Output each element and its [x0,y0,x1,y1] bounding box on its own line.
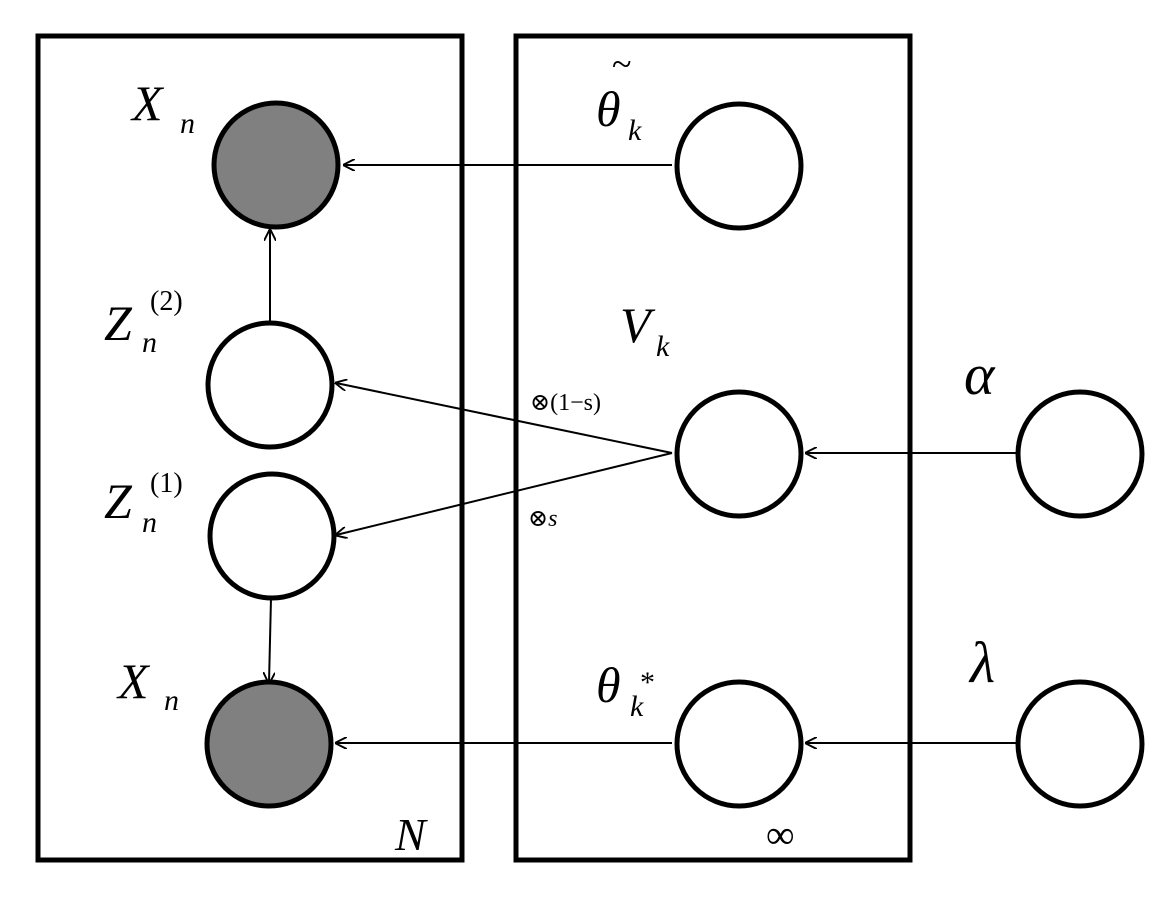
plate-n-label: N [394,809,428,860]
label-x-bottom-sub: n [164,684,179,717]
plate-infinity-label: ∞ [766,812,795,857]
node-alpha [1015,389,1145,519]
node-v [674,389,804,519]
edge-v-to-z1 [336,452,673,535]
node-theta-tilde [674,101,804,231]
label-z2-main: Z [104,295,133,351]
edge-label-s: ⊗s [528,506,557,532]
label-lambda: λ [968,630,995,695]
label-theta-tilde-accent: ~ [612,44,631,84]
node-z1 [207,471,337,601]
label-x-top-sub: n [180,107,195,140]
label-z1-sub: n [142,506,157,539]
label-alpha: α [964,342,996,407]
node-theta-star [674,679,804,809]
plate-infinity [513,33,913,863]
label-x-top: X n [130,75,195,140]
label-z1-sup: (1) [150,468,183,499]
edge-z1-to-x-bottom [269,597,271,683]
plate-n [35,33,465,863]
label-z2-sub: n [142,326,157,359]
label-theta-tilde-main: θ [596,81,621,137]
label-z1: Z n (1) [104,468,183,539]
label-x-bottom: X n [116,653,179,717]
label-theta-tilde: ~ θ k [596,44,642,147]
node-lambda [1015,679,1145,809]
label-theta-star-sub: k [630,690,644,723]
edge-label-one-minus-s: ⊗(1−s) [530,390,601,416]
label-theta-tilde-sub: k [628,114,642,147]
label-z2: Z n (2) [104,286,183,359]
label-v-sub: k [656,330,670,363]
label-z2-sup: (2) [150,286,183,317]
label-x-top-main: X [130,75,165,131]
label-x-bottom-main: X [116,653,151,709]
label-z1-main: Z [104,473,133,529]
node-z2 [205,320,335,450]
label-v-main: V [620,297,656,353]
label-theta-star-main: θ [596,657,621,713]
label-theta-star: θ k * [596,657,655,723]
node-x-bottom [204,679,334,809]
label-v: V k [620,297,670,363]
label-theta-star-sup: * [640,666,655,699]
edge-v-to-z2 [336,383,673,454]
node-x-top [211,100,341,230]
